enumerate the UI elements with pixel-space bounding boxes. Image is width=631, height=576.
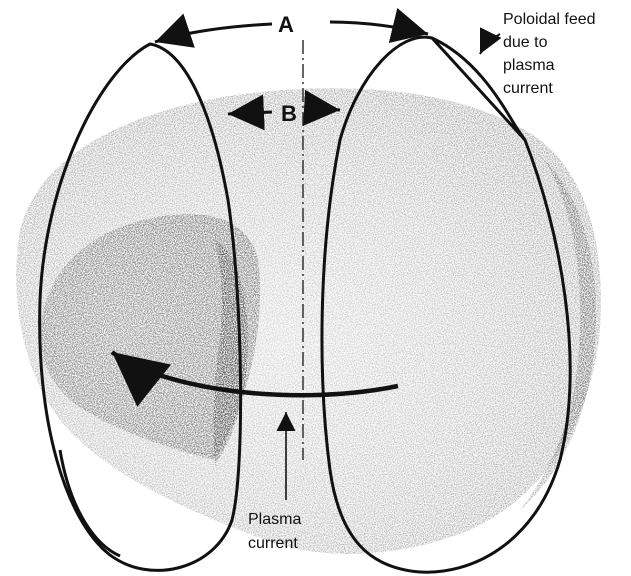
label-plasma-current-1: Plasma bbox=[248, 511, 301, 528]
label-poloidal-feed-2: due to bbox=[503, 34, 548, 51]
label-plasma-current-2: current bbox=[248, 535, 298, 552]
label-a: A bbox=[278, 12, 294, 37]
label-poloidal-feed-3: plasma bbox=[503, 57, 555, 74]
arrow-a-right bbox=[330, 22, 428, 34]
arrow-b-right bbox=[306, 108, 340, 110]
label-poloidal-feed-4: current bbox=[503, 80, 553, 97]
plasma-torus bbox=[16, 88, 601, 554]
arrow-a-left bbox=[155, 24, 272, 42]
poloidal-loop-left-lower bbox=[60, 450, 120, 556]
label-b: B bbox=[281, 101, 297, 126]
label-poloidal-feed-1: Poloidal feed bbox=[503, 11, 596, 28]
poloidal-feed-leader bbox=[480, 34, 500, 54]
arrow-b-left bbox=[228, 112, 272, 114]
